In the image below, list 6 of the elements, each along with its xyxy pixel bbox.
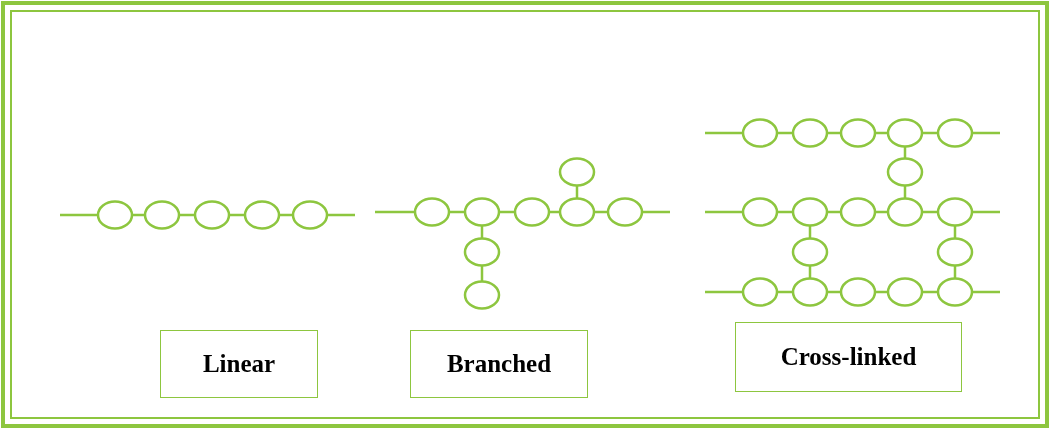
label-box <box>410 330 588 398</box>
label-text: Branched <box>446 350 552 378</box>
label-box <box>735 322 962 392</box>
label-text: Cross-linked <box>780 343 917 371</box>
label-box <box>160 330 318 398</box>
label-text: Linear <box>202 350 276 378</box>
